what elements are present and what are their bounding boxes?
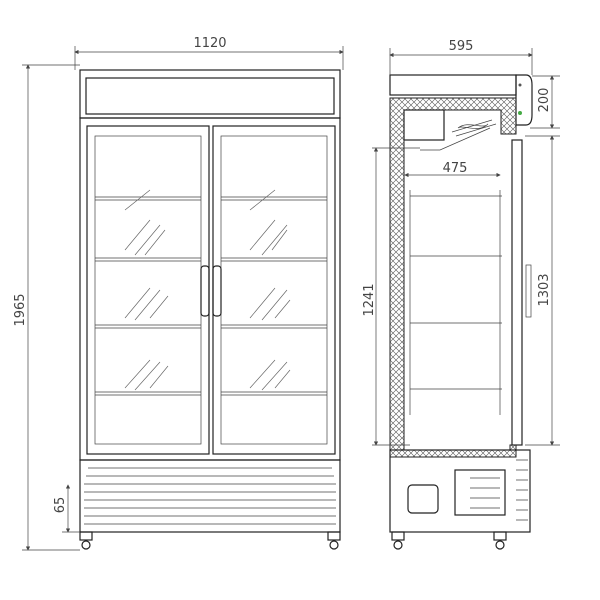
door-height-dimension: 1303 xyxy=(537,273,552,306)
shelves xyxy=(95,196,327,396)
side-shelves xyxy=(409,190,502,415)
top-height-dimension: 200 xyxy=(537,88,552,113)
side-view: 595 200 1303 475 1241 xyxy=(362,39,560,550)
depth-dimension: 595 xyxy=(449,39,474,54)
height-dimension: 1965 xyxy=(13,293,28,326)
evaporator xyxy=(403,109,445,141)
width-dimension: 1120 xyxy=(193,36,226,51)
wheels xyxy=(79,531,341,550)
left-handle xyxy=(200,265,210,317)
front-view: 1120 1965 65 xyxy=(13,36,344,551)
cabinet-body xyxy=(79,117,341,461)
top-header-panel xyxy=(79,69,341,119)
condenser xyxy=(454,469,506,516)
door-profile xyxy=(511,139,523,446)
inner-depth-dimension: 475 xyxy=(443,161,468,176)
right-handle xyxy=(212,265,222,317)
right-door xyxy=(212,125,336,455)
compressor-compartment xyxy=(389,449,531,533)
base-grille xyxy=(79,459,341,533)
inner-height-dimension: 1241 xyxy=(362,283,377,316)
header-front xyxy=(515,74,533,126)
top-cover xyxy=(389,74,517,96)
insulation-hatched xyxy=(389,97,517,458)
glass-reflections xyxy=(124,189,291,391)
base-height-dimension: 65 xyxy=(53,497,68,514)
compressor xyxy=(407,484,439,514)
